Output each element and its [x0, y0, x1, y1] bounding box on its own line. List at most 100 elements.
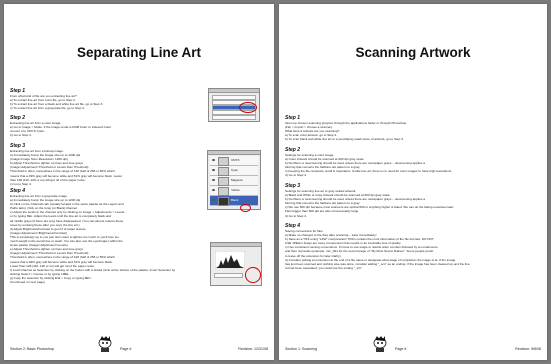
footer-section: Section 2: Basic Photoshop	[10, 347, 54, 351]
step-heading: Step 3	[285, 183, 301, 189]
step-2: Step 2 Settings for scanning a color ima…	[285, 147, 452, 178]
footer-page: Page #	[120, 347, 132, 351]
step-line: (Continued on next page)	[10, 279, 45, 284]
step-line: b) No filters or descreening should be u…	[285, 161, 425, 166]
step-line: art has been separated, you could use th…	[285, 265, 363, 270]
step-line: a) Immediately bump the image size up to…	[10, 153, 81, 158]
footer-revision: Revision: 9/8/08	[515, 347, 541, 351]
step-line: or by typing 8EL. Adjust the levels unti…	[10, 214, 112, 219]
step-line: Settings for scanning a color image.	[285, 153, 335, 157]
image-mode-screenshot	[208, 88, 260, 122]
footer-revision: Revision: 12/31/08	[238, 347, 268, 351]
step-line: From what kind of file are you extractin…	[10, 94, 77, 98]
channel-label: Magenta	[231, 178, 243, 182]
step-line: c) Use consistent naming conventions. It…	[285, 245, 438, 250]
step-line: much weight in the pencil line or wash. …	[10, 239, 123, 244]
channel-thumbnail	[218, 187, 229, 196]
step-heading: Step 1	[285, 115, 301, 121]
step-line: USE JPEGs! Jpegs are lossy compression t…	[285, 241, 402, 246]
step-line: g) Copy the selection by clicking Edit >…	[10, 275, 92, 280]
step-line: b) Adjust Threshold to tighten up lines …	[10, 161, 84, 166]
step-line: c) Keeping the file resolution small is …	[285, 169, 452, 174]
step-line: d) Adjust Brightness/Contrast to get rid…	[10, 226, 87, 231]
step-line: b) Go to Step 4.	[10, 133, 32, 138]
step-1: Step 1 From what kind of file are you ex…	[10, 88, 103, 110]
step-line: (Image>Adjustment>Threshold or Levels th…	[10, 165, 89, 170]
step-line: than 128 (110..120 or so) will get rid o…	[10, 177, 86, 182]
step-line: What kind of artwork are you scanning?	[285, 129, 340, 134]
step-line: a) Go to Image > Mode. If the image mode…	[10, 125, 112, 130]
step-heading: Step 3	[10, 143, 26, 149]
step-line: means that a 49% gray will become white …	[10, 173, 123, 178]
step-2: Step 2 Extracting line art from a color …	[10, 115, 112, 137]
footer: Section 2: Basic Photoshop Page # Revisi…	[8, 336, 268, 352]
step-line: d) Go to Step 4.	[285, 213, 307, 218]
step-line: a) Black and White or Gray Artwork shoul…	[285, 193, 391, 198]
step-line: b) Save as a TIFF using "LZW" compressio…	[285, 237, 434, 242]
step-line: c) To extract line art from a grayscale …	[10, 106, 85, 111]
step-line: Threshold is often, somewhere in the ran…	[10, 255, 115, 260]
step-line: tones by undoing these after you copy th…	[10, 222, 80, 227]
right-page: Scanning Artwork Step 1 Open up chosen s…	[279, 4, 547, 360]
step-3: Step 3 Settings for scanning line art or…	[285, 183, 454, 218]
channel-thumbnail	[218, 197, 229, 206]
mascot-logo-icon	[98, 336, 112, 352]
footer-page: Page #	[395, 347, 407, 351]
channel-row: CMYK	[210, 156, 258, 166]
step-line: Settings for scanning line art or gray s…	[285, 189, 357, 193]
step-line: clicking Select > Inverse or by typing 1…	[10, 271, 70, 276]
channel-thumbnail	[218, 177, 229, 186]
dialog-row	[212, 100, 256, 105]
step-line: to leave off the extension for later cla…	[285, 253, 341, 258]
step-line: Threshold is often, somewhere in the ran…	[10, 169, 115, 174]
step-line: means that a 49% gray will become white …	[10, 259, 113, 264]
channel-thumbnail	[218, 157, 229, 166]
step-line: Files bigger than 600 dpi are also unnec…	[285, 209, 360, 214]
step-heading: Step 4	[10, 188, 26, 194]
step-line: b) Click on the Channels tab (usually lo…	[10, 202, 124, 207]
step-line: f) Load Channel as Selection by clicking…	[10, 267, 176, 272]
step-line: (Image>Image Size>Resolution: 1200 dpi)	[10, 157, 68, 162]
channel-label: Cyan	[231, 168, 239, 172]
levels-input	[214, 273, 243, 278]
channel-thumbnail	[218, 167, 229, 176]
page-title: Separating Line Art	[76, 45, 202, 60]
step-line: a) To extract line art from color file, …	[10, 98, 76, 103]
dialog-titlebar	[211, 243, 261, 247]
step-heading: Step 2	[285, 147, 301, 153]
step-line: Extracting line art from a grayscale ima…	[10, 194, 68, 198]
step-line: a) Color Artwork should be scanned at 40…	[285, 157, 365, 162]
channel-row-selected: Black	[210, 196, 258, 206]
step-line: d) Go to Step 4.	[285, 173, 307, 178]
eye-icon	[212, 169, 215, 171]
step-heading: Step 1	[10, 88, 26, 94]
palette-titlebar	[208, 151, 260, 155]
page-title: Scanning Artwork	[355, 45, 471, 60]
step-heading: Step 4	[285, 223, 301, 229]
step-line: This is completely up to you (we don't w…	[10, 234, 120, 239]
channel-row: Cyan	[210, 166, 258, 176]
step-4: Step 4 Saving conventions for files. a) …	[285, 223, 470, 270]
footer-section: Section 1: Scanning	[285, 347, 317, 351]
histogram	[215, 251, 245, 269]
channel-label: CMYK	[231, 158, 240, 162]
step-3: Step 3 Extracting line art from a bitmap…	[10, 143, 122, 186]
channel-label: Yellow	[231, 188, 240, 192]
highlight-circle	[245, 267, 261, 283]
step-line: b) To scan black and white line art or a…	[285, 137, 404, 142]
step-line: a) To scan color artwork, go to Step 2.	[285, 133, 338, 138]
step-line: (Image>Adjustment>Threshold or Levels th…	[10, 251, 89, 256]
eye-icon	[212, 159, 215, 161]
dialog-row	[212, 95, 256, 100]
step-line: c) Go to Step 4.	[10, 181, 32, 186]
step-line: Lower than 128 (110..120 or so) will get…	[10, 263, 95, 268]
step-line: has just been scanned and nothing else w…	[285, 261, 470, 266]
step-line: b) To extract line art from a black and …	[10, 102, 104, 107]
step-line: convert it to CMYK Color.	[10, 129, 45, 134]
step-line: Extracting line art from a color image.	[10, 121, 62, 125]
step-line: blurring that converts the halftone dot …	[285, 201, 361, 206]
eye-icon	[212, 189, 215, 191]
eye-icon	[212, 179, 215, 181]
channels-palette-screenshot: CMYK Cyan Magenta Yellow Black	[207, 150, 261, 212]
channel-row: Yellow	[210, 186, 258, 196]
